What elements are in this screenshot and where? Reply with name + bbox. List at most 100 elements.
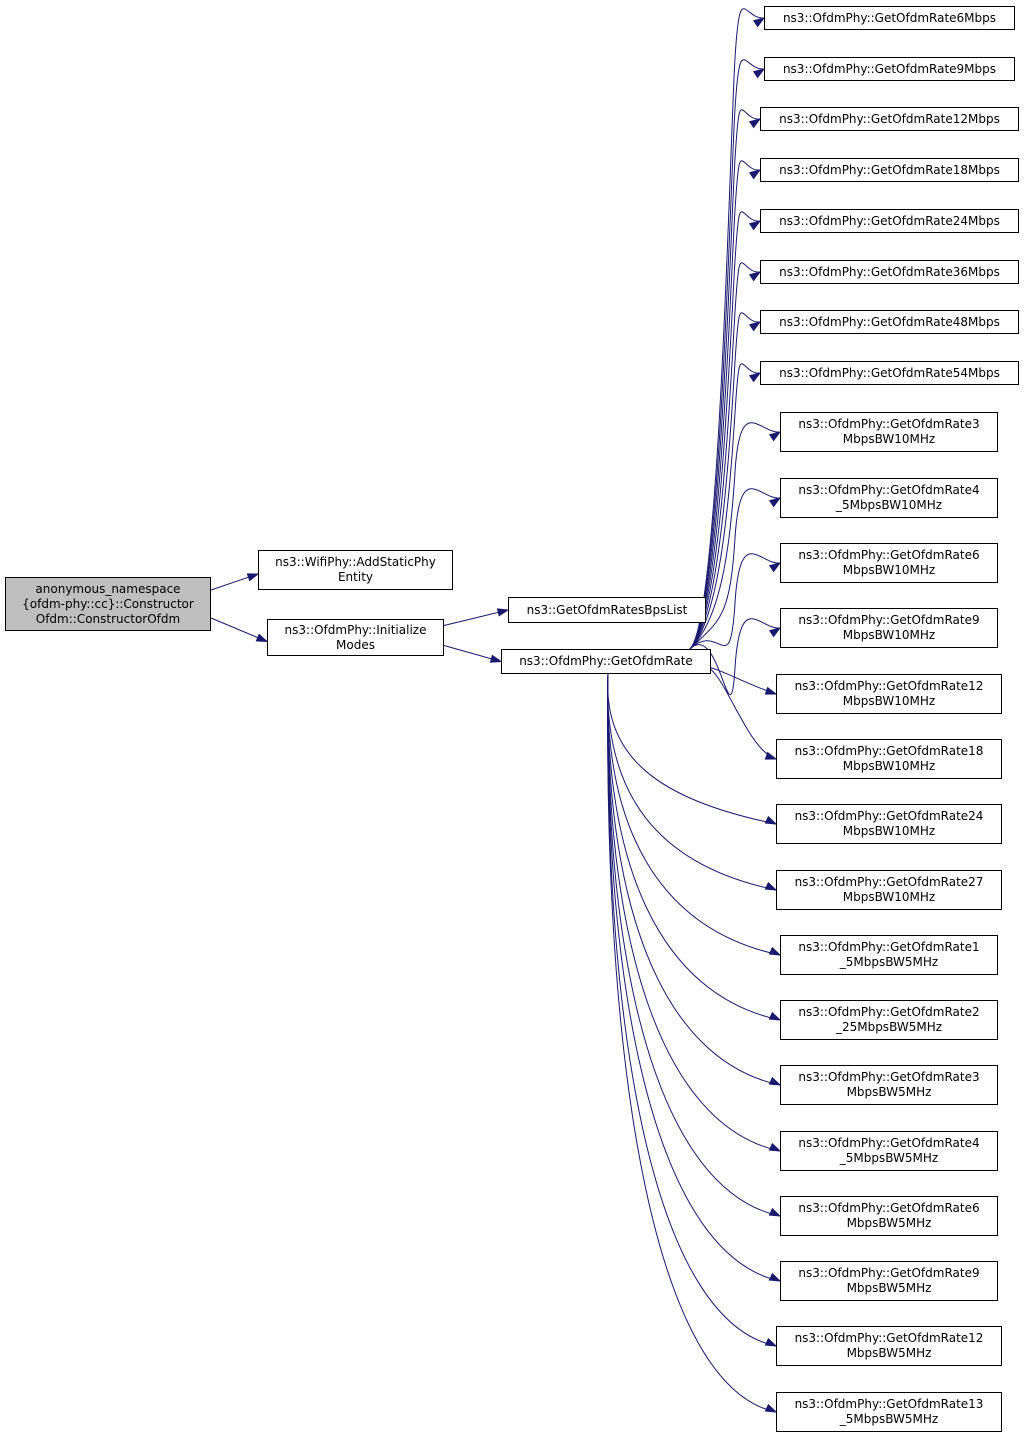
node-label-line: _5MbpsBW5MHz: [839, 1151, 939, 1165]
edge-getrate-to-r6-5: [607, 673, 781, 1217]
edge-arrowhead: [768, 1142, 782, 1152]
node-label-line: ns3::WifiPhy::AddStaticPhy: [275, 555, 436, 569]
edge-getrate-to-r45-5: [607, 673, 781, 1152]
node-label-line: ns3::OfdmPhy::GetOfdmRate18: [794, 744, 984, 758]
edge-getrate-to-r12: [689, 109, 761, 650]
node-label-line: _5MbpsBW5MHz: [839, 1412, 939, 1426]
node-label-line: ns3::OfdmPhy::GetOfdmRate24Mbps: [779, 213, 1000, 228]
node-r45-5[interactable]: ns3::OfdmPhy::GetOfdmRate4_5MbpsBW5MHz: [780, 1131, 998, 1171]
node-label-line: ns3::OfdmPhy::GetOfdmRate3: [798, 1070, 980, 1084]
node-label-line: ns3::GetOfdmRatesBpsList: [526, 602, 688, 617]
node-label-line: MbpsBW10MHz: [842, 563, 936, 577]
node-label-line: ns3::OfdmPhy::GetOfdmRate9Mbps: [782, 61, 997, 76]
edge-arrowhead: [748, 118, 762, 129]
edge-arrowhead: [764, 751, 778, 760]
node-r6[interactable]: ns3::OfdmPhy::GetOfdmRate6Mbps: [764, 6, 1015, 30]
node-label-line: MbpsBW5MHz: [846, 1281, 932, 1295]
node-label-line: MbpsBW10MHz: [842, 628, 936, 642]
edge-getrate-to-r18-10: [704, 665, 777, 760]
edge-arrowhead: [768, 1272, 782, 1282]
edge-getrate-to-r18: [689, 160, 761, 650]
edge-arrowhead: [768, 1076, 782, 1086]
node-label-line: ns3::OfdmPhy::GetOfdmRate1: [798, 940, 980, 954]
edge-arrowhead: [748, 271, 762, 282]
node-label-line: ns3::OfdmPhy::GetOfdmRate54Mbps: [779, 365, 1000, 380]
edge-getrate-to-r6-10: [689, 553, 781, 650]
edge-arrowhead: [489, 654, 503, 663]
node-label-line: anonymous_namespace: [35, 581, 181, 596]
node-r18[interactable]: ns3::OfdmPhy::GetOfdmRate18Mbps: [760, 158, 1019, 182]
node-label-line: ns3::OfdmPhy::GetOfdmRate12: [794, 1331, 984, 1345]
edge-arrowhead: [768, 431, 782, 442]
node-label-line: ns3::OfdmPhy::GetOfdmRate9: [798, 1266, 980, 1280]
node-label-line: ns3::OfdmPhy::GetOfdmRate36Mbps: [779, 264, 1000, 279]
edge-getrate-to-r12-5: [607, 673, 777, 1347]
node-getrate[interactable]: ns3::OfdmPhy::GetOfdmRate: [501, 649, 711, 674]
node-r24[interactable]: ns3::OfdmPhy::GetOfdmRate24Mbps: [760, 209, 1019, 233]
edge-arrowhead: [764, 881, 778, 891]
edge-getrate-to-r9: [689, 59, 765, 650]
edge-arrowhead: [768, 627, 782, 638]
node-label-line: MbpsBW10MHz: [842, 824, 936, 838]
node-label-line: Entity: [337, 570, 374, 584]
edge-arrowhead: [752, 17, 766, 28]
node-label-line: MbpsBW10MHz: [842, 432, 936, 446]
node-label-line: ns3::OfdmPhy::GetOfdmRate24: [794, 809, 984, 823]
edge-arrowhead: [768, 946, 782, 956]
edge-arrowhead: [496, 608, 510, 617]
node-label-line: MbpsBW10MHz: [842, 890, 936, 904]
node-label-line: _25MbpsBW5MHz: [835, 1020, 943, 1034]
edge-arrowhead: [246, 573, 260, 582]
edge-getrate-to-r3-5: [607, 673, 781, 1086]
node-label-line: _5MbpsBW5MHz: [839, 955, 939, 969]
node-r225-5[interactable]: ns3::OfdmPhy::GetOfdmRate2_25MbpsBW5MHz: [780, 1000, 998, 1040]
edge-arrowhead: [768, 1207, 782, 1217]
node-r15-5[interactable]: ns3::OfdmPhy::GetOfdmRate1_5MbpsBW5MHz: [780, 935, 998, 975]
node-r9[interactable]: ns3::OfdmPhy::GetOfdmRate9Mbps: [764, 57, 1015, 81]
node-label-line: MbpsBW5MHz: [846, 1085, 932, 1099]
edge-arrowhead: [764, 815, 778, 825]
node-bpslist[interactable]: ns3::GetOfdmRatesBpsList: [508, 597, 706, 623]
edge-arrowhead: [748, 321, 762, 332]
node-label-line: ns3::OfdmPhy::GetOfdmRate9: [798, 613, 980, 627]
edge-getrate-to-r9-5: [607, 673, 781, 1282]
node-label-line: ns3::OfdmPhy::GetOfdmRate12Mbps: [779, 111, 1000, 126]
node-r12[interactable]: ns3::OfdmPhy::GetOfdmRate12Mbps: [760, 107, 1019, 131]
edge-getrate-to-r54: [689, 363, 761, 650]
node-r36[interactable]: ns3::OfdmPhy::GetOfdmRate36Mbps: [760, 260, 1019, 284]
edge-getrate-to-r36: [689, 262, 761, 650]
node-label-line: ns3::OfdmPhy::GetOfdmRate: [519, 654, 693, 668]
edge-getrate-to-r3-10: [689, 422, 781, 650]
node-label-line: ns3::OfdmPhy::GetOfdmRate48Mbps: [779, 314, 1000, 329]
edge-getrate-to-r24: [689, 211, 761, 650]
node-r54[interactable]: ns3::OfdmPhy::GetOfdmRate54Mbps: [760, 361, 1019, 385]
node-label-line: MbpsBW10MHz: [842, 694, 936, 708]
node-root: anonymous_namespace{ofdm-phy::cc}::Const…: [5, 577, 211, 631]
edge-arrowhead: [768, 497, 782, 508]
edge-arrowhead: [748, 220, 762, 231]
edge-getrate-to-r12-10: [704, 665, 777, 695]
node-r45-10[interactable]: ns3::OfdmPhy::GetOfdmRate4_5MbpsBW10MHz: [780, 478, 998, 518]
node-label-line: ns3::OfdmPhy::GetOfdmRate12: [794, 679, 984, 693]
edge-arrowhead: [764, 1337, 778, 1347]
node-r48[interactable]: ns3::OfdmPhy::GetOfdmRate48Mbps: [760, 310, 1019, 334]
node-r135-5[interactable]: ns3::OfdmPhy::GetOfdmRate13_5MbpsBW5MHz: [776, 1392, 1002, 1432]
edge-getrate-to-r48: [689, 312, 761, 650]
node-label-line: _5MbpsBW10MHz: [835, 498, 943, 512]
node-label-line: ns3::OfdmPhy::GetOfdmRate4: [798, 1136, 980, 1150]
edge-getrate-to-r27-10: [607, 673, 777, 891]
